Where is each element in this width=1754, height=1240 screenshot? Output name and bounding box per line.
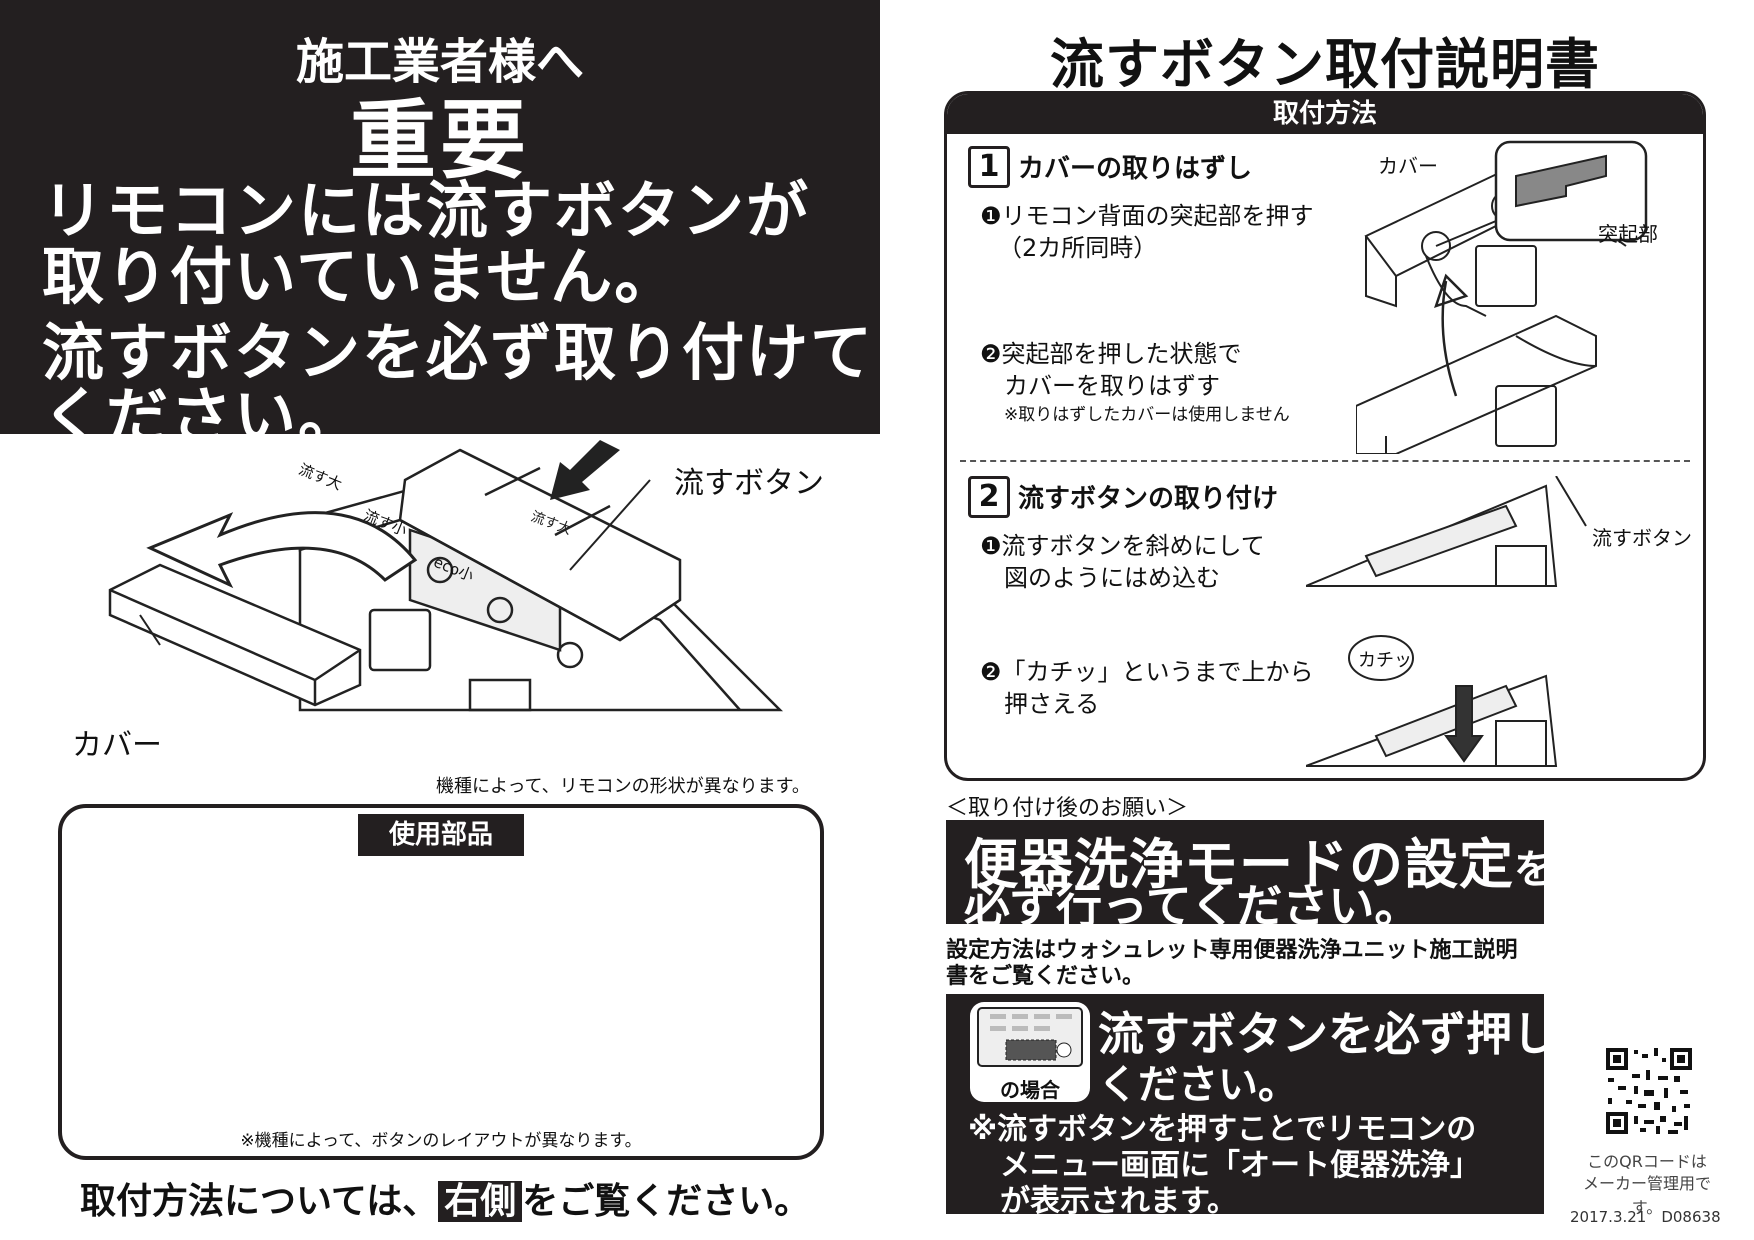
remote-case-label: の場合 <box>1000 1078 1060 1102</box>
push-line-2: ください。 <box>1098 1062 1298 1108</box>
step-1-number: 1 <box>968 146 1010 188</box>
push-line-1: 流すボタンを必ず押して <box>1098 1007 1603 1061</box>
parts-title: 使用部品 <box>358 814 524 856</box>
step-1b-note: ※取りはずしたカバーは使用しません <box>1004 405 1290 425</box>
important-banner <box>0 0 880 434</box>
remote-assembly-illustration: 流す大 <box>108 440 784 712</box>
footer-before: 取付方法については、 <box>80 1181 439 1222</box>
after-install-heading: ＜取り付け後のお願い＞ <box>946 796 1189 821</box>
step-divider <box>960 460 1690 462</box>
parts-box <box>58 804 824 1160</box>
step-1-protrusion-label: 突起部 <box>1598 222 1658 246</box>
document-title: 流すボタン取付説明書 <box>1050 33 1600 96</box>
mode-desc-line-2: 書をご覧ください。 <box>946 964 1145 989</box>
step-2-title: 流すボタンの取り付け <box>1018 484 1279 514</box>
mode-setting-particle: を <box>1514 847 1555 893</box>
cover-label: カバー <box>72 728 162 763</box>
banner-line-3: 流すボタンを必ず取り付けて <box>42 316 875 389</box>
step-1b-line2: カバーを取りはずす <box>1004 372 1220 400</box>
document-id: 2017.3.21 D08638 <box>1570 1208 1721 1226</box>
qr-note-2: メーカー管理用です。 <box>1582 1174 1711 1217</box>
step-1a-line1: ❶リモコン背面の突起部を押す <box>980 202 1314 230</box>
mode-desc-line-1: 設定方法はウォシュレット専用便器洗浄ユニット施工説明 <box>946 938 1518 963</box>
step-2b-line2: 押さえる <box>1004 690 1100 718</box>
method-header: 取付方法 <box>947 94 1703 134</box>
step-1a-line2: （2カ所同時） <box>998 234 1158 262</box>
step-1-title: カバーの取りはずし <box>1018 154 1253 184</box>
mode-setting-line-1: 便器洗浄モードの設定を <box>964 820 1555 899</box>
qr-note-1: このQRコードは <box>1587 1152 1707 1171</box>
step-2b-line1: ❷「カチッ」というまで上から <box>980 658 1314 686</box>
push-note-1: ※流すボタンを押すことでリモコンの <box>968 1112 1477 1147</box>
step-2-number: 2 <box>968 476 1010 518</box>
remote-icon-card <box>970 1002 1090 1102</box>
remote-icon <box>977 1007 1083 1067</box>
mode-setting-box <box>946 820 1544 924</box>
qr-code-image <box>1604 1046 1694 1136</box>
step-2-button-label: 流すボタン <box>1592 526 1692 550</box>
banner-line-4: ください。 <box>42 380 363 453</box>
step-1b-line1: ❷突起部を押した状態で <box>980 340 1242 368</box>
banner-line-1: リモコンには流すボタンが <box>42 174 811 247</box>
step-2a-line2: 図のようにはめ込む <box>1004 564 1220 592</box>
banner-to-installer: 施工業者様へ <box>295 34 584 90</box>
mode-setting-line-2: 必ず行ってください。 <box>964 879 1421 933</box>
step-2-click-label: カチッ <box>1358 650 1412 671</box>
mode-setting-main: 便器洗浄モードの設定 <box>964 833 1514 896</box>
model-shape-note: 機種によって、リモコンの形状が異なります。 <box>436 776 810 797</box>
footer-highlight: 右側 <box>438 1181 523 1222</box>
footer-after: をご覧ください。 <box>522 1181 811 1222</box>
parts-layout-note: ※機種によって、ボタンのレイアウトが異なります。 <box>240 1131 642 1151</box>
step-2-illustration <box>1306 476 1587 767</box>
flush-button-label: 流すボタン <box>674 466 824 501</box>
banner-line-2: 取り付いていません。 <box>42 240 679 313</box>
step-2a-line1: ❶流すボタンを斜めにして <box>980 532 1265 560</box>
push-note-2: メニュー画面に「オート便器洗浄」 <box>1000 1148 1480 1183</box>
method-box <box>944 91 1706 781</box>
step-1-cover-label: カバー <box>1378 154 1438 178</box>
step-1-illustration <box>1356 140 1648 454</box>
footer-instruction: 取付方法については、右側をご覧ください。 <box>80 1172 810 1224</box>
banner-important: 重要 <box>350 91 530 191</box>
push-note-3: が表示されます。 <box>1000 1184 1237 1219</box>
